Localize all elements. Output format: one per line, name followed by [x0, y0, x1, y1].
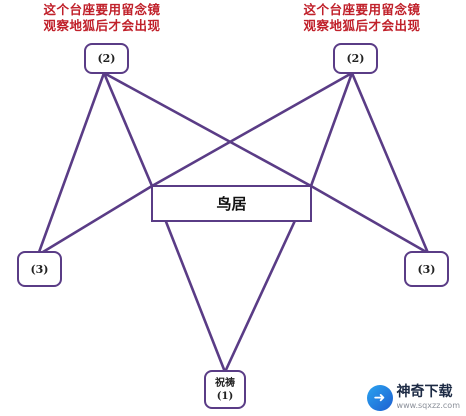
line-top-right-to-mid-right [350, 71, 430, 255]
node-bottom-prayer: 祝祷 (1) [204, 370, 246, 409]
node-bottom-label-2: (1) [216, 390, 234, 402]
note-right: 这个台座要用留念镜 观察地狐后才会出现 [287, 2, 437, 34]
watermark-logo-icon: ➜ [366, 385, 393, 411]
torii-label: 鸟居 [216, 195, 247, 213]
line-top-left-to-torii-left [102, 71, 154, 188]
torii-box: 鸟居 [151, 185, 312, 222]
line-torii-left-to-mid-left [36, 184, 154, 257]
watermark-name: 神奇下载 [396, 384, 453, 400]
line-top-right-to-torii-left [150, 71, 354, 188]
line-top-right-to-torii-right [309, 71, 354, 188]
node-top-right: (2) [333, 43, 378, 74]
watermark-url: www.sqxzz.com [396, 401, 460, 410]
line-top-left-to-mid-left [36, 71, 106, 257]
note-left-line1: 这个台座要用留念镜 [43, 2, 161, 17]
note-right-line1: 这个台座要用留念镜 [303, 2, 421, 17]
note-left-line2: 观察地狐后才会出现 [43, 18, 161, 33]
watermark: ➜ 神奇下载 www.sqxzz.com [366, 384, 460, 412]
node-mid-left-label: (3) [30, 262, 49, 276]
node-top-right-label: (2) [346, 52, 365, 65]
node-mid-right: (3) [404, 251, 449, 287]
node-bottom-label-1: 祝祷 [215, 377, 235, 389]
node-mid-left: (3) [17, 251, 62, 287]
node-top-left: (2) [84, 43, 129, 74]
node-top-left-label: (2) [97, 52, 116, 65]
line-torii-right-to-mid-right [309, 184, 430, 255]
line-top-left-to-torii-right [102, 71, 313, 188]
note-left: 这个台座要用留念镜 观察地狐后才会出现 [27, 2, 177, 34]
note-right-line2: 观察地狐后才会出现 [303, 18, 421, 33]
node-mid-right-label: (3) [417, 262, 436, 276]
